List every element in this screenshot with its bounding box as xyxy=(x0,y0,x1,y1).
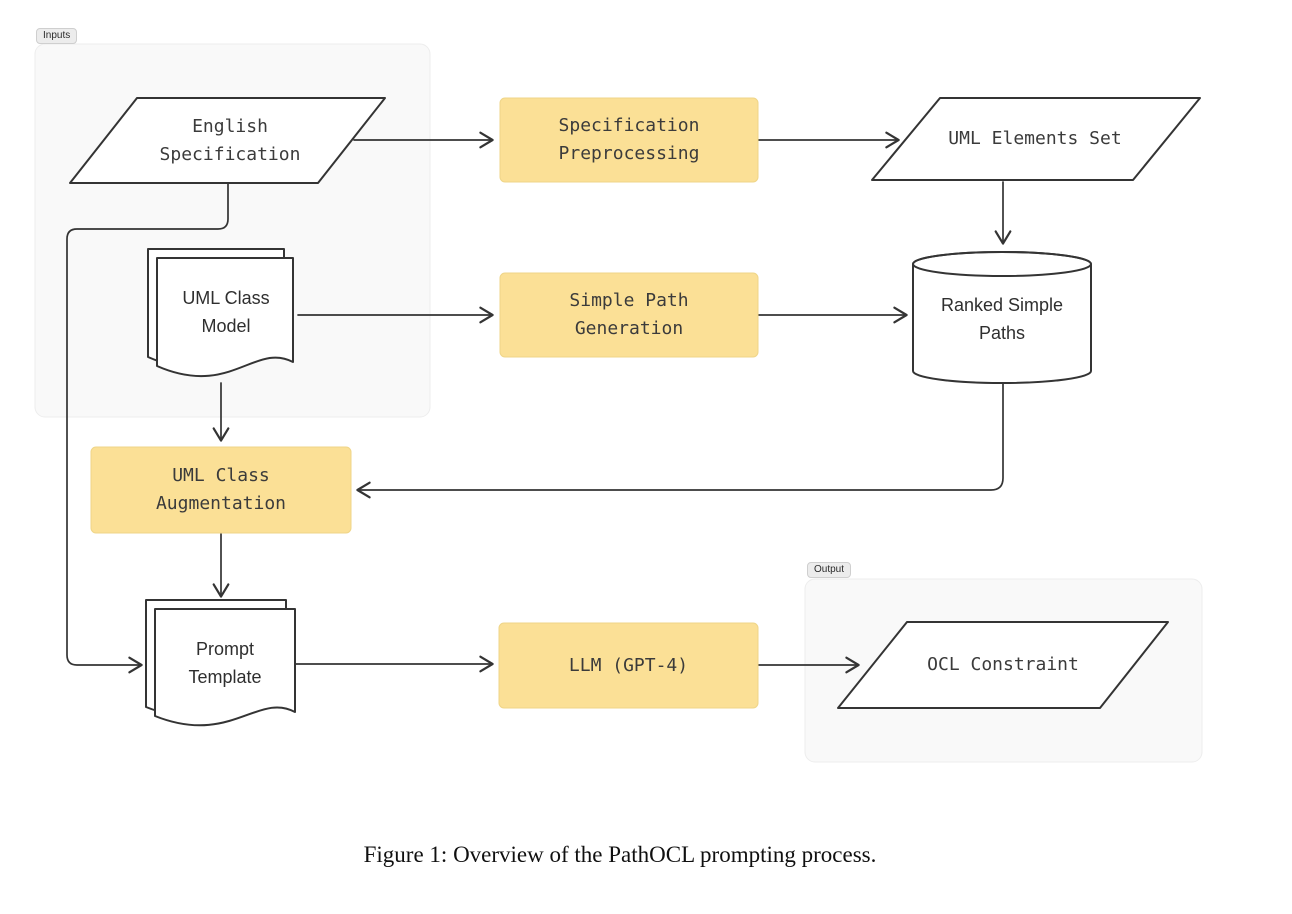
llm-gpt4-box xyxy=(498,622,759,709)
arrow-ranked-paths-to-augmentation xyxy=(356,378,1004,499)
uml-elements-set-shape xyxy=(871,97,1201,181)
specification-preprocessing-box xyxy=(499,97,759,183)
prompt-template-shape xyxy=(154,608,296,727)
uml-class-augmentation-box xyxy=(90,446,352,534)
connectors xyxy=(66,131,1012,674)
ocl-constraint-shape xyxy=(837,621,1169,709)
output-group-badge: Output xyxy=(807,562,852,578)
uml-class-model-shape xyxy=(156,257,294,378)
english-specification-shape xyxy=(69,97,386,184)
figure-caption: Figure 1: Overview of the PathOCL prompt… xyxy=(363,842,877,867)
arrow-english-spec-to-prompt-template xyxy=(66,183,229,674)
process-boxes xyxy=(90,97,759,709)
inputs-group-badge: Inputs xyxy=(36,28,78,44)
ranked-simple-paths-top-ellipse xyxy=(912,251,1092,277)
simple-path-generation-box xyxy=(499,272,759,358)
shapes xyxy=(69,97,1201,727)
